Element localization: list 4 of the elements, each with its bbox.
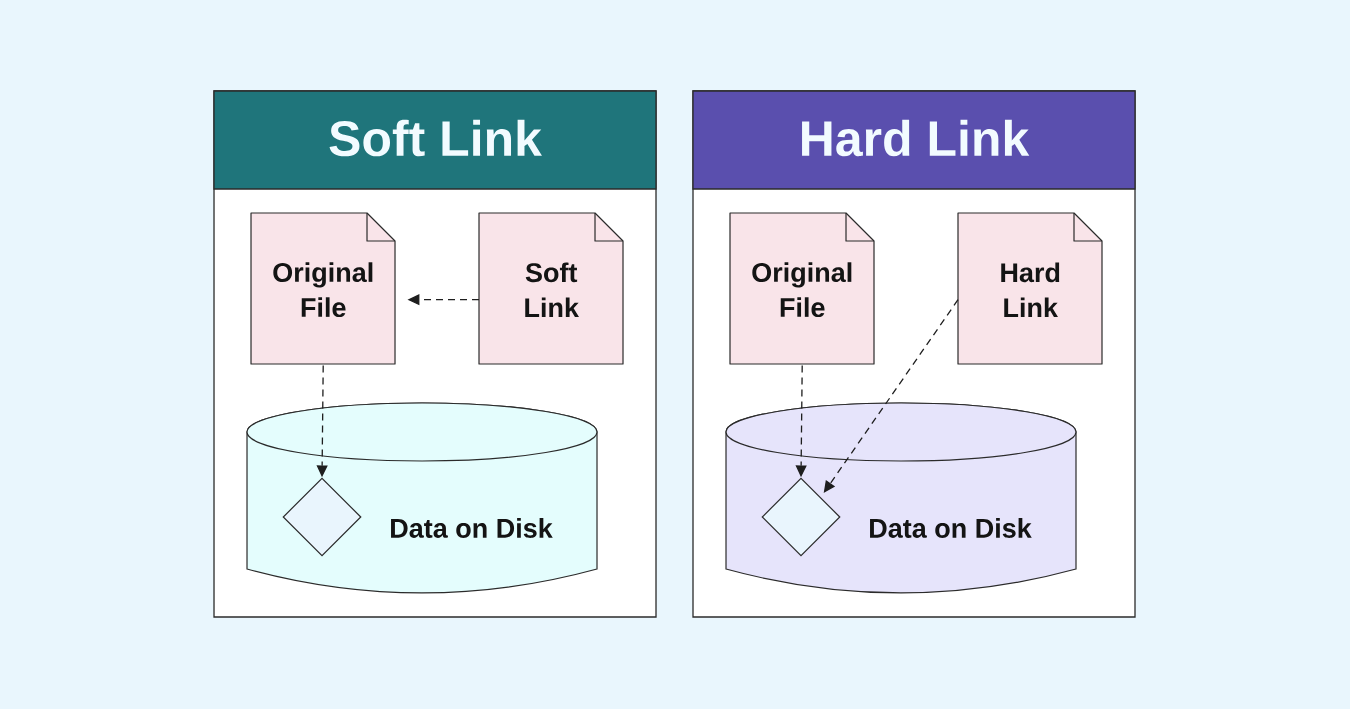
header-bar: Soft Link [213, 90, 657, 190]
header-bar: Hard Link [692, 90, 1136, 190]
diamond [761, 477, 841, 557]
diamond [282, 477, 362, 557]
